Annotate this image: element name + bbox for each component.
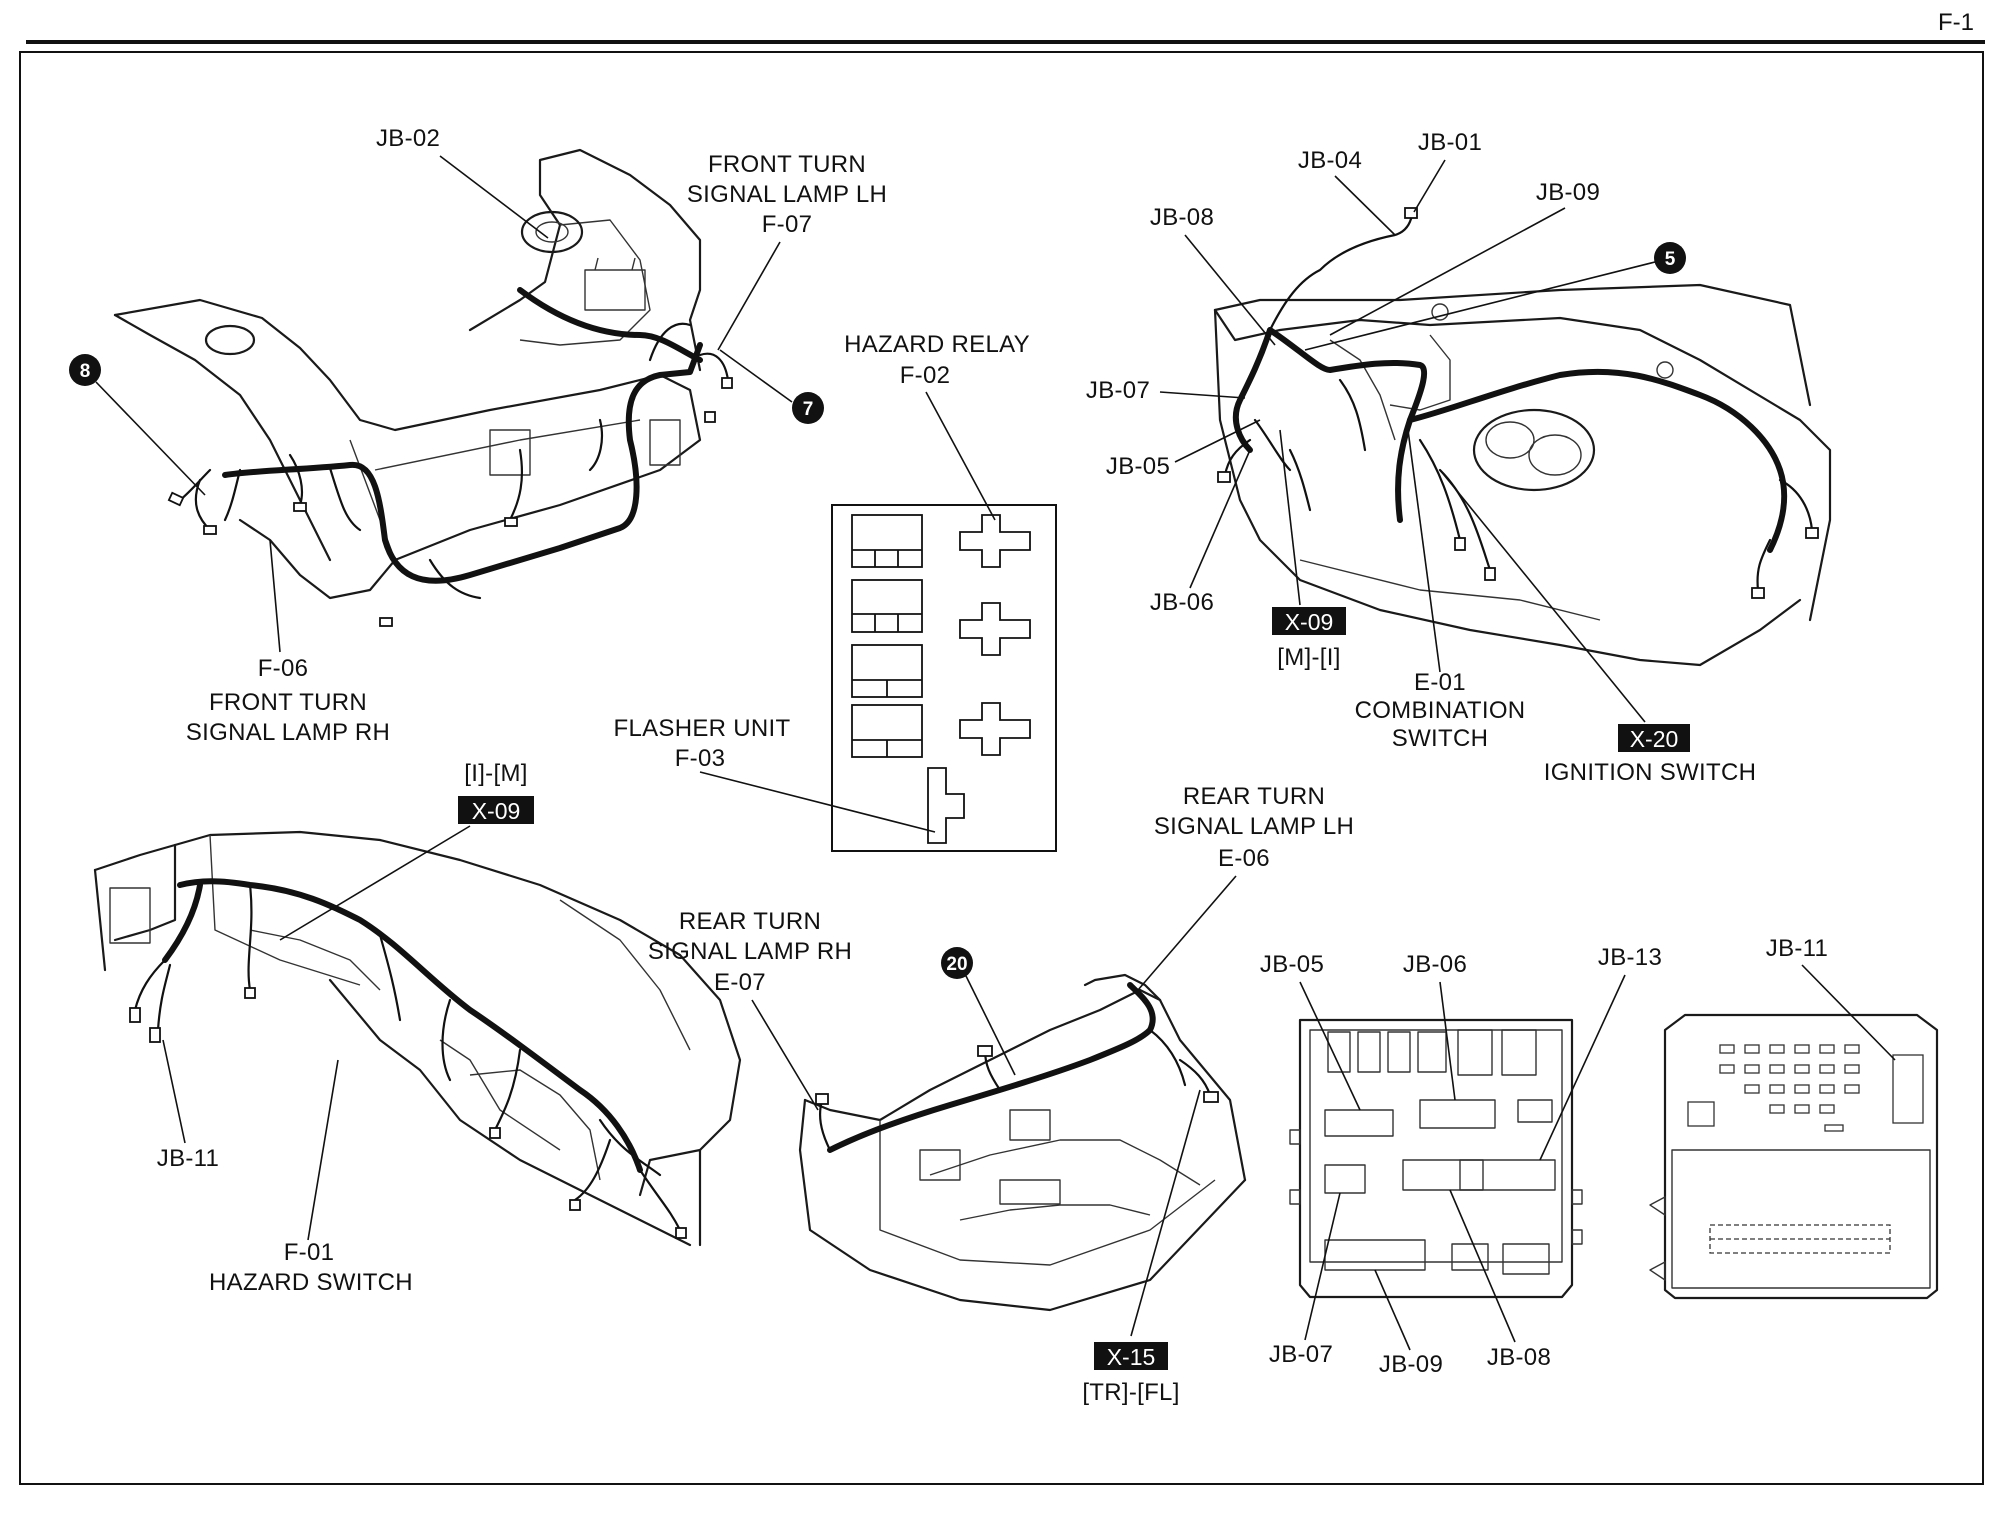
label-combination: COMBINATION <box>1355 697 1526 724</box>
label-rear-turn-lh-code: E-06 <box>1218 845 1270 872</box>
label-front-turn-lh-2: SIGNAL LAMP LH <box>687 181 887 208</box>
label-jb-02: JB-02 <box>376 125 440 152</box>
label-jb-06-dash: JB-06 <box>1150 589 1214 616</box>
svg-text:5: 5 <box>1665 249 1676 270</box>
label-jb-09-dash: JB-09 <box>1536 179 1600 206</box>
label-flasher-unit: FLASHER UNIT <box>614 715 791 742</box>
label-jb-11-panel: JB-11 <box>157 1145 219 1172</box>
label-front-turn-rh-code: F-06 <box>258 655 309 682</box>
relay-slots-right <box>927 514 1031 844</box>
tag-x-09-panel: X-09 <box>458 796 534 824</box>
badge-20: 20 <box>941 947 973 979</box>
label-jb-07-box: JB-07 <box>1269 1341 1333 1368</box>
label-front-turn-rh-1: FRONT TURN <box>209 689 367 716</box>
label-switch: SWITCH <box>1392 725 1488 752</box>
engine-room-illustration <box>113 148 733 627</box>
tag-x-15: X-15 <box>1094 1342 1168 1370</box>
svg-text:7: 7 <box>803 399 814 420</box>
ref-tr-fl: [TR]-[FL] <box>1082 1379 1179 1406</box>
dash-lower-view: JB-04 JB-01 JB-09 JB-08 5 JB-07 JB-05 JB… <box>1086 129 1832 786</box>
label-front-turn-lh-1: FRONT TURN <box>708 151 866 178</box>
label-jb-08-box: JB-08 <box>1487 1344 1551 1371</box>
label-jb-13-box: JB-13 <box>1598 944 1662 971</box>
junction-box-front-illustration <box>1289 1018 1583 1299</box>
svg-text:X-09: X-09 <box>1285 609 1334 635</box>
label-rear-turn-rh-1: REAR TURN <box>679 908 821 935</box>
label-rear-turn-lh-1: REAR TURN <box>1183 783 1325 810</box>
label-hazard-relay-code: F-02 <box>900 362 951 389</box>
trunk-illustration <box>798 973 1247 1312</box>
page-number: F-1 <box>1938 9 1974 36</box>
label-hazard-relay: HAZARD RELAY <box>844 331 1030 358</box>
label-hazard-switch: HAZARD SWITCH <box>209 1269 413 1296</box>
badge-5: 5 <box>1654 242 1686 274</box>
label-jb-07-dash: JB-07 <box>1086 377 1150 404</box>
junction-box-rear-view: JB-11 <box>1649 935 1939 1300</box>
tag-x-20: X-20 <box>1618 724 1690 752</box>
ref-i-m: [I]-[M] <box>464 760 527 787</box>
ref-m-i: [M]-[I] <box>1277 644 1340 671</box>
label-jb-04: JB-04 <box>1298 147 1362 174</box>
svg-text:8: 8 <box>80 361 91 382</box>
svg-text:X-09: X-09 <box>472 798 521 824</box>
instrument-panel-illustration <box>93 830 742 1247</box>
svg-text:X-15: X-15 <box>1107 1344 1156 1370</box>
label-rear-turn-rh-code: E-07 <box>714 969 766 996</box>
diagram-frame <box>19 51 1984 1485</box>
svg-text:X-20: X-20 <box>1630 726 1679 752</box>
label-e-01: E-01 <box>1414 669 1466 696</box>
label-jb-05-dash: JB-05 <box>1106 453 1170 480</box>
label-flasher-unit-code: F-03 <box>675 745 726 772</box>
relay-slots-left <box>851 514 923 758</box>
junction-box-front-view: JB-05 JB-06 JB-13 JB-07 JB-09 JB-08 <box>1260 944 1662 1378</box>
label-ignition-switch: IGNITION SWITCH <box>1544 759 1756 786</box>
relay-box-outline <box>831 504 1057 852</box>
dash-lower-illustration <box>1213 207 1832 667</box>
badge-8: 8 <box>69 354 101 386</box>
badge-7: 7 <box>792 392 824 424</box>
label-front-turn-rh-2: SIGNAL LAMP RH <box>186 719 390 746</box>
tag-x-09-dash: X-09 <box>1272 607 1346 635</box>
junction-box-rear-illustration <box>1649 1013 1939 1300</box>
label-jb-05-box: JB-05 <box>1260 951 1324 978</box>
label-jb-08-dash: JB-08 <box>1150 204 1214 231</box>
relay-box-view: HAZARD RELAY F-02 FLASHER UNIT F-03 <box>614 331 1057 852</box>
instrument-panel-view: [I]-[M] X-09 JB-11 F-01 HAZARD SWITCH <box>93 760 742 1296</box>
label-jb-11-box: JB-11 <box>1766 935 1828 962</box>
label-jb-09-box: JB-09 <box>1379 1351 1443 1378</box>
trunk-view: REAR TURN SIGNAL LAMP LH E-06 REAR TURN … <box>648 783 1354 1406</box>
label-rear-turn-lh-2: SIGNAL LAMP LH <box>1154 813 1354 840</box>
label-front-turn-lh-code: F-07 <box>762 211 813 238</box>
front-engine-room-view: JB-02 FRONT TURN SIGNAL LAMP LH F-07 7 8… <box>69 125 887 746</box>
label-jb-01: JB-01 <box>1418 129 1482 156</box>
label-jb-06-box: JB-06 <box>1403 951 1467 978</box>
label-f-01: F-01 <box>284 1239 335 1266</box>
svg-text:20: 20 <box>946 954 967 975</box>
label-rear-turn-rh-2: SIGNAL LAMP RH <box>648 938 852 965</box>
